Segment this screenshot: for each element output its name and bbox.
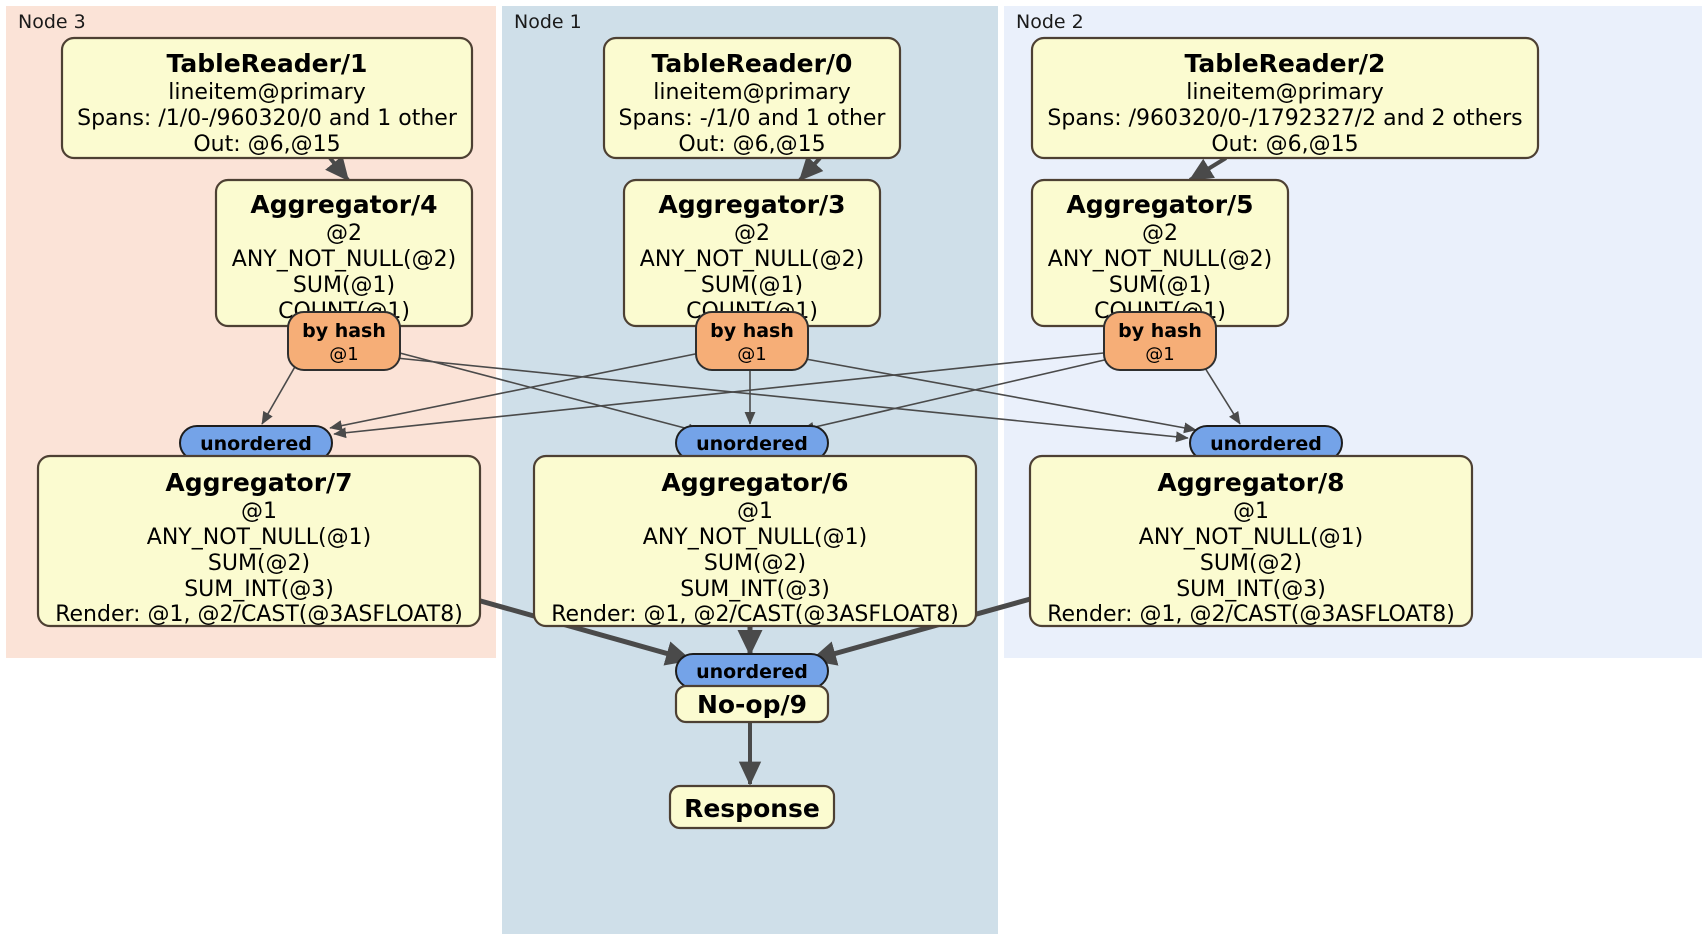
processor-tablereader-1[interactable]: TableReader/1 lineitem@primary Spans: /1… — [60, 36, 474, 160]
router-unordered-final[interactable]: unordered — [675, 653, 829, 689]
processor-aggregator-7[interactable]: Aggregator/7 @1 ANY_NOT_NULL(@1) SUM(@2)… — [36, 454, 482, 628]
node-panel-label-node1: Node 1 — [514, 11, 582, 33]
processor-aggregator-8[interactable]: Aggregator/8 @1 ANY_NOT_NULL(@1) SUM(@2)… — [1028, 454, 1474, 628]
edge-hashleft-unorderedmid — [395, 351, 701, 435]
router-sublabel: @1 — [329, 344, 358, 365]
processor-title: Aggregator/5 — [1066, 190, 1253, 219]
processor-line: lineitem@primary — [653, 80, 851, 105]
processor-line: ANY_NOT_NULL(@2) — [1048, 247, 1272, 272]
processor-line: Render: @1, @2/CAST(@3ASFLOAT8) — [1047, 602, 1455, 627]
edge-hashright-unorderedright — [1204, 367, 1241, 425]
edge-hashmid-unorderedleft — [329, 351, 706, 431]
processor-line: SUM(@1) — [293, 273, 395, 298]
router-by-hash-right[interactable]: by hash @1 — [1103, 311, 1217, 371]
edge-aggregator7-unorderedfinal — [469, 595, 692, 666]
router-label: by hash — [1118, 320, 1202, 342]
router-label: unordered — [696, 661, 808, 683]
edge-hashmid-unorderedright — [799, 357, 1197, 434]
processor-line: @1 — [1233, 499, 1269, 524]
processor-line: SUM(@1) — [1109, 273, 1211, 298]
router-label: unordered — [200, 433, 312, 455]
processor-title: Response — [684, 794, 820, 823]
processor-line: SUM(@2) — [704, 551, 806, 576]
edge-hashright-unorderedleft — [333, 351, 1114, 439]
processor-line: @1 — [241, 499, 277, 524]
processor-line: Out: @6,@15 — [193, 132, 340, 157]
processor-line: ANY_NOT_NULL(@2) — [640, 247, 864, 272]
processor-line: @2 — [734, 221, 770, 246]
edge-tablereader2-aggregator5 — [1188, 156, 1228, 182]
edge-hashright-unorderedmid — [801, 357, 1114, 433]
processor-aggregator-3[interactable]: Aggregator/3 @2 ANY_NOT_NULL(@2) SUM(@1)… — [622, 178, 882, 328]
processor-title: TableReader/0 — [652, 49, 853, 78]
processor-line: SUM_INT(@3) — [1176, 577, 1326, 602]
processor-title: Aggregator/3 — [658, 190, 845, 219]
router-sublabel: @1 — [737, 344, 766, 365]
processor-line: lineitem@primary — [168, 80, 366, 105]
processor-title: No-op/9 — [697, 690, 807, 719]
router-sublabel: @1 — [1145, 344, 1174, 365]
processor-line: Out: @6,@15 — [1211, 132, 1358, 157]
processor-line: Spans: /960320/0-/1792327/2 and 2 others — [1047, 106, 1522, 131]
processor-line: ANY_NOT_NULL(@1) — [643, 525, 867, 550]
processor-tablereader-2[interactable]: TableReader/2 lineitem@primary Spans: /9… — [1030, 36, 1540, 160]
processor-line: @2 — [1142, 221, 1178, 246]
processor-aggregator-6[interactable]: Aggregator/6 @1 ANY_NOT_NULL(@1) SUM(@2)… — [532, 454, 978, 628]
processor-title: TableReader/2 — [1185, 49, 1386, 78]
edge-hashleft-unorderedleft — [261, 357, 301, 425]
processor-line: SUM(@2) — [1200, 551, 1302, 576]
processor-line: Render: @1, @2/CAST(@3ASFLOAT8) — [55, 602, 463, 627]
router-by-hash-left[interactable]: by hash @1 — [287, 311, 401, 371]
processor-line: Render: @1, @2/CAST(@3ASFLOAT8) — [551, 602, 959, 627]
edge-aggregator8-unorderedfinal — [810, 595, 1035, 666]
processor-line: ANY_NOT_NULL(@1) — [147, 525, 371, 550]
processor-line: Spans: /1/0-/960320/0 and 1 other — [77, 106, 458, 131]
edge-hashleft-unorderedright — [395, 357, 1189, 443]
processor-tablereader-0[interactable]: TableReader/0 lineitem@primary Spans: -/… — [602, 36, 902, 160]
router-unordered-right[interactable]: unordered — [1189, 425, 1343, 461]
processor-response[interactable]: Response — [668, 784, 836, 830]
processor-line: @2 — [326, 221, 362, 246]
router-unordered-left[interactable]: unordered — [179, 425, 333, 461]
processor-line: Out: @6,@15 — [678, 132, 825, 157]
processor-noop-9[interactable]: No-op/9 — [674, 684, 830, 724]
processor-line: SUM(@2) — [208, 551, 310, 576]
router-by-hash-mid[interactable]: by hash @1 — [695, 311, 809, 371]
node-panel-label-node2: Node 2 — [1016, 11, 1084, 33]
node-panel-label-node3: Node 3 — [18, 11, 86, 33]
processor-line: ANY_NOT_NULL(@2) — [232, 247, 456, 272]
processor-title: Aggregator/8 — [1157, 468, 1344, 497]
processor-title: Aggregator/7 — [165, 468, 352, 497]
processor-line: SUM_INT(@3) — [184, 577, 334, 602]
processor-title: TableReader/1 — [167, 49, 368, 78]
router-label: by hash — [710, 320, 794, 342]
processor-line: ANY_NOT_NULL(@1) — [1139, 525, 1363, 550]
router-label: unordered — [696, 433, 808, 455]
processor-line: lineitem@primary — [1186, 80, 1384, 105]
router-label: unordered — [1210, 433, 1322, 455]
processor-line: @1 — [737, 499, 773, 524]
router-label: by hash — [302, 320, 386, 342]
processor-title: Aggregator/4 — [250, 190, 437, 219]
router-unordered-mid[interactable]: unordered — [675, 425, 829, 461]
edge-tablereader0-aggregator3 — [798, 155, 824, 182]
processor-aggregator-4[interactable]: Aggregator/4 @2 ANY_NOT_NULL(@2) SUM(@1)… — [214, 178, 474, 328]
processor-aggregator-5[interactable]: Aggregator/5 @2 ANY_NOT_NULL(@2) SUM(@1)… — [1030, 178, 1290, 328]
edge-tablereader1-aggregator4 — [325, 155, 350, 182]
processor-line: SUM_INT(@3) — [680, 577, 830, 602]
processor-line: SUM(@1) — [701, 273, 803, 298]
processor-title: Aggregator/6 — [661, 468, 848, 497]
processor-line: Spans: -/1/0 and 1 other — [619, 106, 887, 131]
